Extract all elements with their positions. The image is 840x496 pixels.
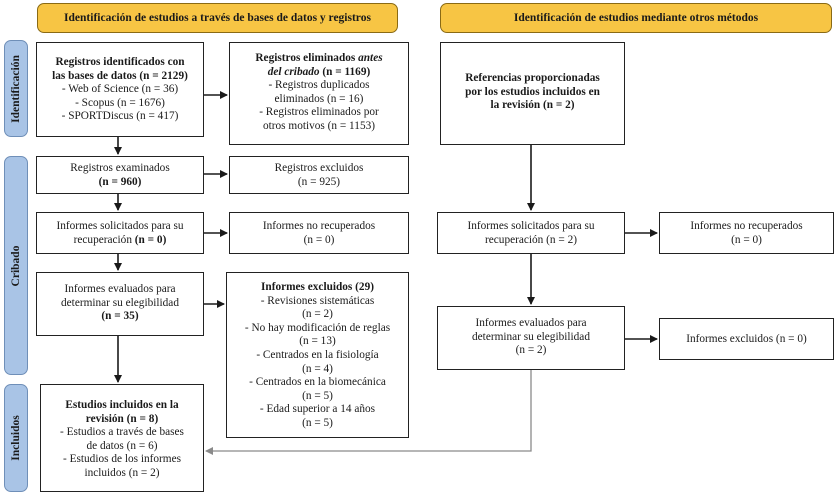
reports-not-retrieved-box: Informes no recuperados (n = 0) [229,212,409,254]
reports-not-retrieved-count: (n = 0) [303,233,335,246]
records-excluded-label: Registros excluidos [274,162,364,174]
records-removed-title-b: (n = 1169) [319,65,371,78]
reports-assessed-box: Informes evaluados para determinar su el… [36,272,204,336]
reports-assessed-count: (n = 35) [101,310,139,323]
other-reports-excluded-box: Informes excluidos (n = 0) [659,318,834,360]
reports-excluded-title: Informes excluidos (29) [261,281,374,293]
reports-sought-label-2: recuperación [73,233,135,246]
reports-sought-box: Informes solicitados para su recuperació… [36,212,204,254]
reports-excluded-item: - Edad superior a 14 años [259,403,376,416]
reports-excluded-item: (n = 5) [302,416,333,429]
reports-sought-count: recuperación (n = 0) [37,234,203,248]
reports-excluded-item: - Centrados en la biomecánica [249,376,386,389]
records-identified-box: Registros identificados con las bases de… [36,42,204,137]
reports-excluded-item: (n = 2) [302,308,333,321]
records-identified-title-2: las bases de datos (n = 2129) [52,69,188,82]
records-identified-item: - SPORTDiscus (n = 417) [61,110,179,123]
records-excluded-count: (n = 925) [297,175,341,188]
other-not-retrieved-count: (n = 0) [731,233,762,246]
reports-excluded-item: - No hay modificación de reglas [244,321,391,334]
records-excluded-box: Registros excluidos (n = 925) [229,156,409,194]
header-databases: Identificación de estudios a través de b… [37,3,398,33]
records-identified-item: - Scopus (n = 1676) [75,96,165,109]
records-screened-box: Registros examinados (n = 960) [36,156,204,194]
reports-excluded-box: Informes excluidos (29) - Revisiones sis… [226,272,409,438]
records-removed-title-italic-1: antes [358,52,383,64]
records-screened-label: Registros examinados [70,162,170,174]
records-removed-title-a: Registros eliminados [255,52,359,64]
phase-included: Incluidos [4,384,28,492]
studies-included-title-1: Estudios incluidos en la [65,399,179,411]
phase-identification: Identificación [4,40,28,137]
studies-included-item: incluidos (n = 2) [84,466,160,479]
studies-included-item: de datos (n = 6) [86,439,158,452]
other-reports-sought-box: Informes solicitados para su recuperació… [437,212,625,254]
reports-excluded-item: (n = 13) [299,335,336,348]
reports-excluded-item: (n = 4) [302,362,333,375]
other-reports-assessed-label-1: Informes evaluados para [475,317,587,329]
other-reports-sought-count: recuperación (n = 2) [485,233,577,246]
other-reports-assessed-box: Informes evaluados para determinar su el… [437,306,625,370]
header-databases-label: Identificación de estudios a través de b… [64,12,371,24]
header-other-methods-label: Identificación de estudios mediante otro… [513,12,759,24]
reports-not-retrieved-label: Informes no recuperados [262,220,376,232]
studies-included-item: - Estudios de los informes [63,453,181,466]
other-not-retrieved-label: Informes no recuperados [690,220,803,232]
records-identified-item: - Web of Science (n = 36) [61,83,179,96]
records-removed-title-2: del cribado (n = 1169) [230,66,408,80]
studies-included-item: - Estudios a través de bases [60,426,184,439]
phase-screening: Cribado [4,156,28,375]
records-removed-title-1: Registros eliminados antes [230,52,408,66]
reports-sought-n: (n = 0) [134,233,167,246]
reports-sought-label: Informes solicitados para su [56,220,184,232]
records-removed-title-italic-2: del cribado [267,65,320,78]
studies-included-title-2: revisión (n = 8) [85,412,159,425]
other-reports-sought-label: Informes solicitados para su [467,220,595,232]
references-label-1: Referencias proporcionadas [465,72,600,84]
records-screened-count: (n = 960) [98,175,142,188]
studies-included-box: Estudios incluidos en la revisión (n = 8… [40,384,204,492]
references-box: Referencias proporcionadas por los estud… [440,42,625,145]
reports-excluded-item: - Revisiones sistemáticas [260,294,375,307]
other-reports-excluded-label: Informes excluidos (n = 0) [686,333,807,345]
records-removed-item: - Registros duplicados [268,79,370,92]
header-other-methods: Identificación de estudios mediante otro… [440,3,832,33]
other-reports-assessed-label-2: determinar su elegibilidad [472,330,590,343]
reports-excluded-item: - Centrados en la fisiología [256,348,379,361]
arrow-other-to-included [205,370,532,455]
reports-assessed-label-1: Informes evaluados para [64,283,176,295]
references-label-2: por los estudios incluidos en [465,85,600,98]
records-removed-item: - Registros eliminados por [259,106,379,119]
other-reports-assessed-count: (n = 2) [515,344,547,357]
other-not-retrieved-box: Informes no recuperados (n = 0) [659,212,834,254]
records-identified-title-1: Registros identificados con [55,56,185,68]
records-removed-item: eliminados (n = 16) [274,92,364,105]
references-label-3: la revisión (n = 2) [490,99,575,112]
records-removed-box: Registros eliminados antes del cribado (… [229,42,409,145]
reports-excluded-item: (n = 5) [302,389,333,402]
reports-assessed-label-2: determinar su elegibilidad [61,296,179,309]
records-removed-item: otros motivos (n = 1153) [262,119,375,132]
